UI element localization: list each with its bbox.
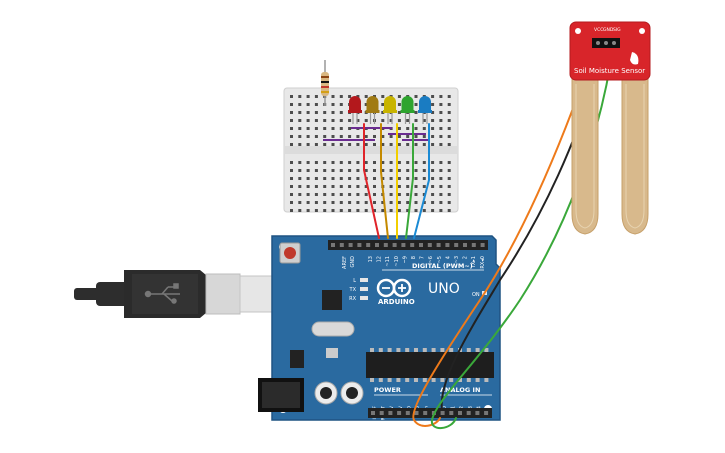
- led: [348, 96, 362, 124]
- sensor-pin-vcc: VCC: [594, 27, 603, 33]
- breadboard-jumpers: [323, 127, 428, 141]
- soil-moisture-sensor: VCC GND SIG Soil Moisture Sensor: [569, 21, 651, 235]
- status-led-label: TX: [349, 287, 357, 293]
- power-analog-header: [368, 408, 492, 418]
- usb-cable: [74, 270, 281, 318]
- breadboard: [283, 87, 459, 213]
- digital-label: DIGITAL (PWM~): [412, 262, 473, 270]
- resistor: [321, 60, 329, 106]
- wire-red: [363, 123, 380, 239]
- status-led: [360, 278, 368, 282]
- digital-pin-label: 13: [368, 256, 374, 262]
- digital-pin-label: ~6: [428, 256, 434, 263]
- digital-pin-label: ~5: [437, 256, 443, 263]
- status-led-label: L: [353, 278, 356, 284]
- model-label: UNO: [428, 281, 460, 297]
- microcontroller-chip: [366, 348, 494, 382]
- wire-blue: [413, 123, 430, 239]
- arduino-logo: [376, 278, 412, 298]
- digital-pin-label: 8: [411, 256, 417, 259]
- digital-pin-label: ~9: [402, 256, 408, 263]
- status-led: [360, 296, 368, 300]
- usb-chip: [322, 290, 342, 310]
- gnd-label: GND: [350, 256, 356, 268]
- sensor-name: Soil Moisture Sensor: [574, 67, 645, 75]
- power-jack: [258, 378, 304, 412]
- aref-label: AREF: [342, 256, 348, 269]
- digital-pin-label: 4: [445, 256, 451, 259]
- wire-green: [405, 123, 414, 239]
- status-leds: L TX RX: [349, 278, 368, 302]
- sensor-pin-sig: SIG: [613, 27, 621, 33]
- digital-pin-label: RX◂0: [480, 256, 486, 269]
- analog-label: ANALOG IN: [440, 386, 480, 394]
- crystal: [311, 321, 355, 337]
- power-label: POWER: [374, 386, 401, 394]
- digital-pin-label: 7: [420, 256, 426, 259]
- digital-pin-label: ~10: [394, 256, 400, 267]
- wire-yellow-dark: [380, 123, 389, 239]
- led: [365, 96, 380, 124]
- digital-pin-label: ~3: [454, 256, 460, 263]
- led: [418, 96, 432, 124]
- digital-header-holes: [331, 243, 485, 247]
- digital-pin-label: ~11: [385, 256, 391, 267]
- digital-header: [328, 240, 488, 250]
- reset-button[interactable]: [279, 242, 301, 264]
- sensor-pin-gnd: GND: [603, 27, 614, 33]
- digital-pin-label: 12: [377, 256, 383, 262]
- status-led-label: RX: [349, 296, 356, 302]
- brand-label: ARDUINO: [378, 298, 415, 306]
- status-led: [360, 287, 368, 291]
- digital-pin-label: TX▸1: [471, 256, 477, 269]
- led-row: [348, 96, 432, 124]
- wire-orange-vcc: [412, 41, 598, 427]
- led: [383, 96, 397, 124]
- digital-pin-label: 2: [463, 256, 469, 259]
- capacitors: [314, 381, 364, 405]
- on-label: ON: [472, 292, 480, 298]
- led: [400, 96, 415, 124]
- voltage-regulator: [290, 350, 304, 368]
